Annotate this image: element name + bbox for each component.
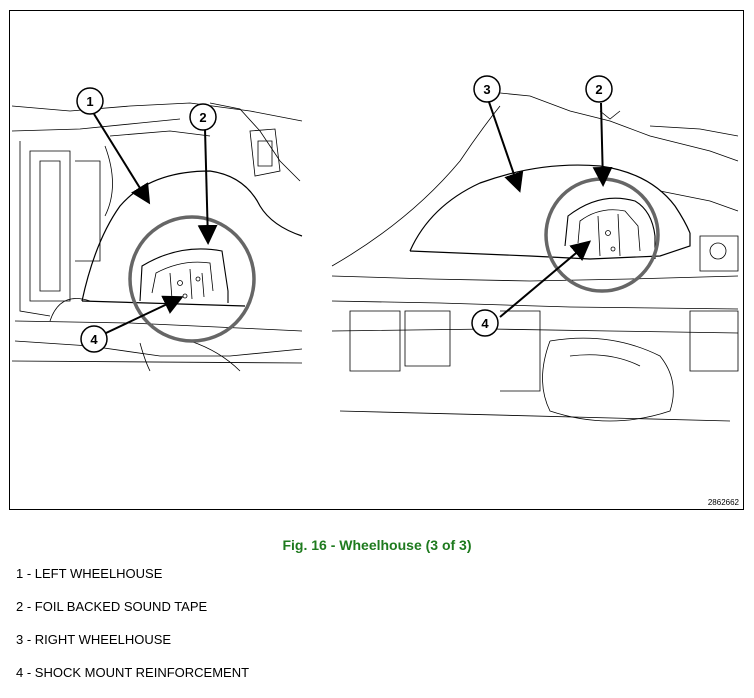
wheelhouse-illustration: 1 2 4 <box>11 75 739 422</box>
svg-text:3: 3 <box>483 82 490 97</box>
figure-frame: 1 2 4 <box>9 10 744 510</box>
figure-caption: Fig. 16 - Wheelhouse (3 of 3) <box>282 537 472 553</box>
callout-2-right: 2 <box>585 75 613 103</box>
right-wheelhouse-view <box>331 90 739 422</box>
svg-text:1: 1 <box>86 94 93 109</box>
legend-item: 4 - SHOCK MOUNT REINFORCEMENT <box>16 665 250 680</box>
legend-item: 2 - FOIL BACKED SOUND TAPE <box>16 599 208 614</box>
left-leader-lines <box>93 113 218 334</box>
svg-text:2: 2 <box>199 110 206 125</box>
right-leader-lines <box>488 101 613 318</box>
legend-item: 3 - RIGHT WHEELHOUSE <box>16 632 172 647</box>
callout-2-left: 2 <box>189 103 217 131</box>
svg-text:4: 4 <box>481 316 489 331</box>
callout-4-right: 4 <box>471 309 499 337</box>
callout-1-left: 1 <box>76 87 104 115</box>
svg-text:2: 2 <box>595 82 602 97</box>
callout-4-left: 4 <box>80 325 108 353</box>
figure-id: 2862662 <box>707 498 739 507</box>
left-wheelhouse-view <box>11 102 303 372</box>
legend-list: 1 - LEFT WHEELHOUSE 2 - FOIL BACKED SOUN… <box>16 566 249 698</box>
callout-3-right: 3 <box>473 75 501 103</box>
svg-text:4: 4 <box>90 332 98 347</box>
legend-item: 1 - LEFT WHEELHOUSE <box>16 566 163 581</box>
